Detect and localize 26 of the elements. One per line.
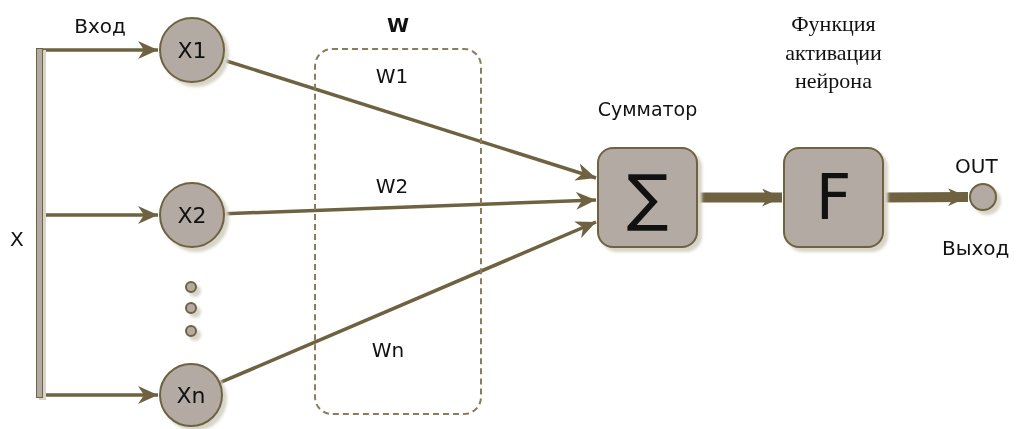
arrow (222, 58, 597, 181)
arrow (43, 206, 158, 224)
input-node-circle: X1 (159, 17, 225, 83)
arrow (698, 188, 782, 207)
input-node-circle: X2 (159, 182, 225, 248)
heading-text: Сумматор (597, 97, 698, 122)
arrow (224, 191, 597, 216)
block-symbol: F (815, 166, 852, 229)
function-block (597, 147, 698, 248)
input-node-circle: Xn (159, 363, 223, 427)
ellipsis-dot (185, 281, 197, 293)
ellipsis-dot (185, 325, 197, 337)
function-block (783, 147, 884, 248)
side-label: OUT (955, 153, 998, 179)
side-label: Выход (942, 235, 1010, 261)
block-symbol: ∑ (626, 166, 669, 229)
heading-text: Функция активации нейрона (784, 10, 883, 96)
input-bus-bar (36, 48, 43, 398)
arrow (43, 386, 158, 404)
side-label: X (10, 226, 24, 252)
arrow (884, 188, 968, 207)
group-label: W (386, 12, 410, 38)
ellipsis-dot (185, 302, 197, 314)
arrow (43, 41, 158, 59)
arrow (219, 220, 597, 385)
output-node-circle (969, 183, 997, 211)
